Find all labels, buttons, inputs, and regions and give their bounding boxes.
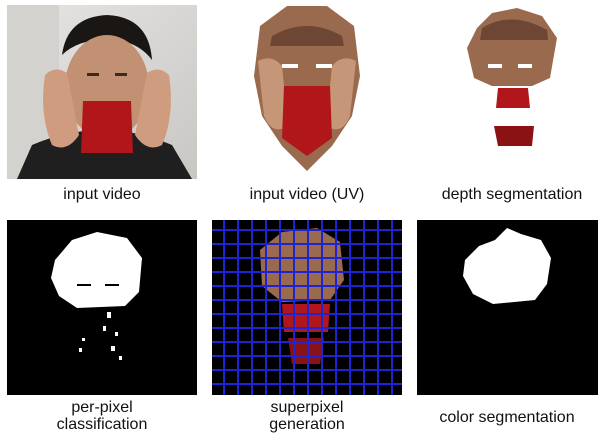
- per-pixel-classification-panel: [7, 220, 197, 395]
- depth-segmentation-panel: [462, 8, 562, 153]
- caption-line: per-pixel: [71, 399, 133, 416]
- caption-depth-segmentation: depth segmentation: [441, 186, 583, 203]
- input-video-panel: [7, 5, 197, 179]
- depth-segmentation-image: [467, 8, 557, 146]
- input-video-uv-panel: [252, 6, 362, 171]
- caption-per-pixel-classification: per-pixel classification: [2, 399, 202, 433]
- input-video-image: [7, 5, 197, 179]
- superpixel-generation-image: [212, 220, 402, 395]
- caption-superpixel-generation: superpixel generation: [207, 399, 407, 433]
- caption-line: classification: [56, 416, 148, 433]
- caption-line: generation: [269, 416, 345, 433]
- input-video-uv-image: [254, 6, 360, 171]
- caption-color-segmentation: color segmentation: [439, 409, 575, 426]
- superpixel-generation-panel: [212, 220, 402, 395]
- per-pixel-classification-image: [7, 220, 197, 395]
- color-segmentation-image: [417, 220, 598, 395]
- caption-line: superpixel: [270, 399, 344, 416]
- color-segmentation-panel: [417, 220, 598, 395]
- caption-input-video: input video: [63, 186, 141, 203]
- caption-input-video-uv: input video (UV): [249, 186, 365, 203]
